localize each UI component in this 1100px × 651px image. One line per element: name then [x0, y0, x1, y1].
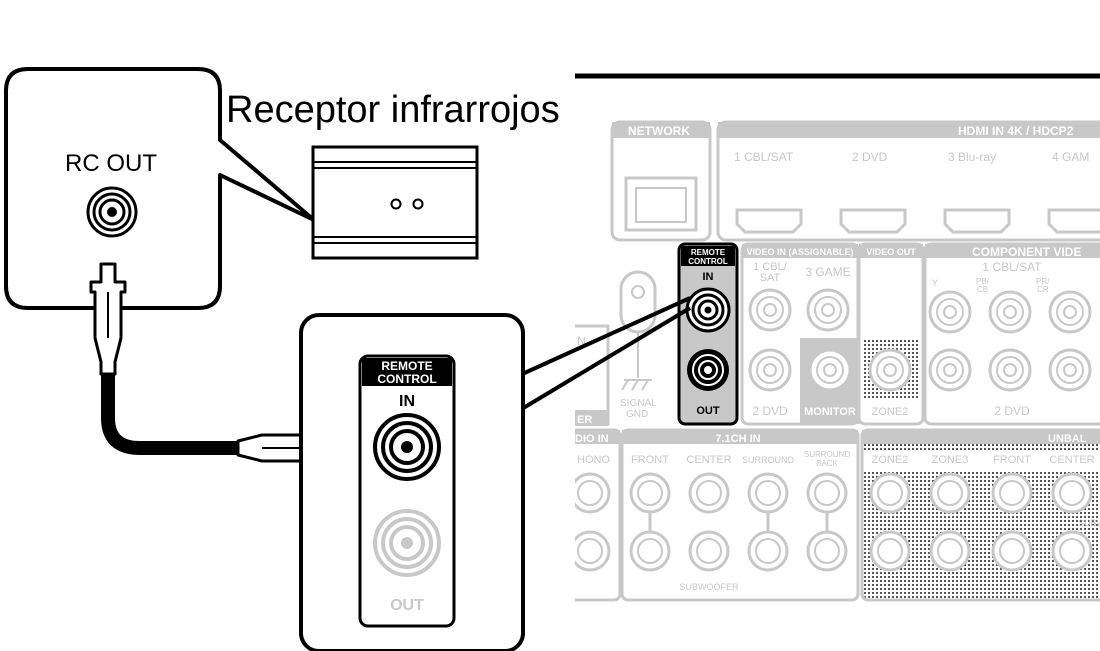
- left-partial-er: ER: [577, 414, 592, 426]
- ch71-center: CENTER: [686, 454, 731, 466]
- remote-control-section: REMOTE CONTROL IN OUT: [677, 242, 739, 426]
- out-front-label: FRONT: [993, 454, 1031, 466]
- component-label: COMPONENT VIDE: [972, 245, 1081, 259]
- remote-control-label-2: CONTROL: [688, 257, 728, 266]
- phono-label: HONO: [577, 454, 610, 466]
- remote-control-zoom-callout: REMOTE CONTROL IN OUT: [299, 296, 692, 651]
- hdmi-section: HDMI IN 4K / HDCP2 1 CBL/SAT 2 DVD 3 Blu…: [716, 120, 1100, 242]
- hdmi-port-1: [735, 208, 803, 234]
- title: Receptor infrarrojos: [226, 89, 560, 131]
- ch71-section: 7.1CH IN FRONT CENTER SURROUND SURROUND …: [620, 428, 860, 602]
- hdmi-port-4: [1047, 208, 1100, 234]
- remote-in-label: IN: [703, 271, 714, 283]
- zone2-video-label: ZONE2: [872, 406, 909, 418]
- video-cbl-sat-1: 1 CBL/: [753, 261, 788, 273]
- video-game: 3 GAME: [805, 265, 850, 279]
- rc-out-callout-box: [4, 67, 316, 310]
- component-pb-2: CB: [977, 285, 988, 294]
- zoom-header-line1: REMOTE: [381, 359, 432, 373]
- signal-gnd-label-1: SIGNAL: [620, 398, 657, 409]
- ir-led-right: [412, 198, 424, 210]
- hdmi-label: HDMI IN 4K / HDCP2: [958, 124, 1074, 138]
- signal-gnd-label-2: GND: [626, 409, 648, 420]
- subwoofer-label: SUBWOOFER: [679, 582, 739, 592]
- component-section: COMPONENT VIDE 1 CBL/SAT Y PB/ CB PR/ CR…: [923, 242, 1100, 426]
- zoom-header-line2: CONTROL: [377, 372, 436, 386]
- video-in-label: VIDEO IN (ASSIGNABLE): [746, 247, 853, 257]
- unbal-label: UNBAL: [1048, 433, 1087, 445]
- out-subw-label: SUBWO: [1078, 518, 1100, 528]
- audio-in-section: DIO IN HONO: [575, 428, 622, 602]
- receiver-rear-panel: NETWORK HDMI IN 4K / HDCP2 1 CBL/SAT 2 D…: [575, 73, 1100, 602]
- zoom-in-jack: [373, 413, 441, 481]
- ch71-surround-back-1: SURROUND: [804, 450, 850, 459]
- hdmi-input-1: 1 CBL/SAT: [734, 150, 794, 164]
- out-zone3-label: ZONE3: [932, 454, 969, 466]
- component-pr-1: PR/: [1036, 277, 1050, 286]
- out-center-label: CENTER: [1049, 454, 1094, 466]
- rc-out-jack: [86, 186, 138, 238]
- zoom-out-jack: [373, 509, 441, 577]
- signal-gnd: SIGNAL GND: [619, 270, 657, 420]
- ch71-label: 7.1CH IN: [715, 433, 760, 445]
- remote-out-label: OUT: [696, 405, 720, 417]
- left-partial-n: N: [577, 334, 586, 348]
- remote-out-jack: [687, 349, 729, 391]
- hdmi-input-2: 2 DVD: [852, 150, 888, 164]
- out-zone2-label: ZONE2: [872, 454, 909, 466]
- component-dvd: 2 DVD: [994, 404, 1030, 418]
- rc-out-label: RC OUT: [65, 150, 157, 177]
- network-section: NETWORK: [610, 120, 712, 242]
- hdmi-port-2: [839, 208, 907, 234]
- video-dvd: 2 DVD: [752, 404, 788, 418]
- ir-receiver-callout: Receptor infrarrojos RC OUT: [4, 67, 560, 310]
- network-label: NETWORK: [628, 124, 690, 138]
- video-cbl-sat-2: SAT: [760, 272, 781, 284]
- video-out-label: VIDEO OUT: [866, 247, 916, 257]
- audio-in-label: DIO IN: [575, 433, 609, 445]
- remote-control-label-1: REMOTE: [691, 248, 726, 257]
- component-cbl-sat: 1 CBL/SAT: [982, 260, 1042, 274]
- ir-led-left: [390, 198, 402, 210]
- hdmi-input-3: 3 Blu-ray: [948, 150, 996, 164]
- component-pb-1: PB/: [976, 277, 990, 286]
- zoom-out-label: OUT: [390, 597, 424, 614]
- ch71-surround-back-2: BACK: [816, 459, 838, 468]
- video-out-section: VIDEO OUT MONITOR ZONE2: [800, 242, 925, 426]
- ir-receiver-unit: [311, 145, 479, 260]
- ch71-surround: SURROUND: [742, 455, 795, 465]
- component-y: Y: [932, 278, 938, 288]
- hdmi-port-3: [943, 208, 1011, 234]
- monitor-label: MONITOR: [804, 406, 856, 418]
- component-pr-2: CR: [1037, 285, 1049, 294]
- unbal-section: UNBAL ZONE2 ZONE3 FRONT CENTER SUBWO: [860, 428, 1100, 602]
- ethernet-port: [624, 176, 698, 232]
- ch71-front: FRONT: [631, 454, 669, 466]
- zoom-in-label: IN: [399, 393, 415, 410]
- hdmi-input-4: 4 GAM: [1052, 150, 1089, 164]
- remote-in-jack: [685, 287, 731, 333]
